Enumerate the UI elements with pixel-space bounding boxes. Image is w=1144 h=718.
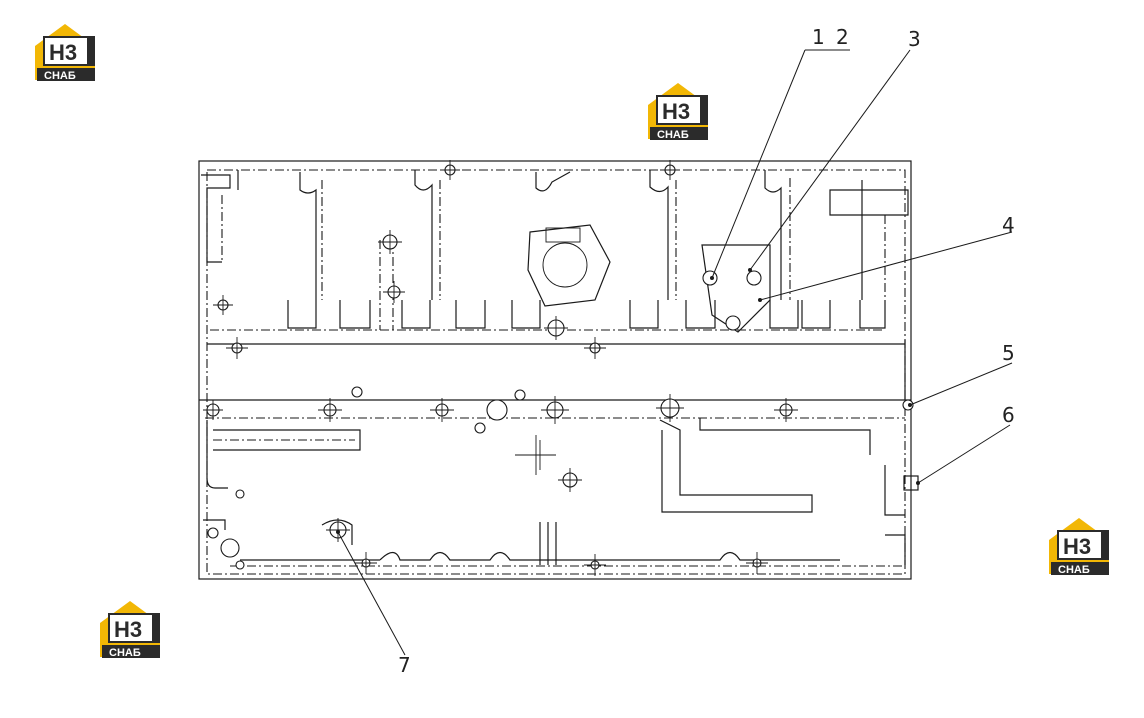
callout-1: 1 — [812, 25, 825, 49]
logo-top-text: Н3 — [662, 99, 690, 124]
callout-7: 7 — [398, 653, 411, 677]
callout-2: 2 — [836, 25, 849, 49]
mounting-holes — [206, 164, 919, 570]
center-marks — [203, 160, 798, 576]
brand-logo: Н3 СНАБ — [648, 83, 708, 141]
callout-6: 6 — [1002, 403, 1015, 427]
callout-3: 3 — [908, 27, 921, 51]
leader-lines — [336, 49, 1013, 656]
logo-bottom-text: СНАБ — [44, 70, 76, 82]
logo-top-text: Н3 — [114, 617, 142, 642]
callout-labels: 1 2 3 4 5 6 7 — [398, 25, 1015, 677]
logo-top-text: Н3 — [49, 40, 77, 65]
logo-bottom-text: СНАБ — [657, 129, 689, 141]
brand-logo: Н3 СНАБ — [100, 601, 160, 659]
callout-4: 4 — [1002, 213, 1015, 237]
component-outline — [198, 160, 912, 580]
logo-bottom-text: СНАБ — [109, 647, 141, 659]
brand-logo: Н3 СНАБ — [1049, 518, 1109, 576]
callout-5: 5 — [1002, 341, 1015, 365]
brand-logo: Н3 СНАБ — [35, 24, 95, 82]
logo-bottom-text: СНАБ — [1058, 564, 1090, 576]
logo-top-text: Н3 — [1063, 534, 1091, 559]
